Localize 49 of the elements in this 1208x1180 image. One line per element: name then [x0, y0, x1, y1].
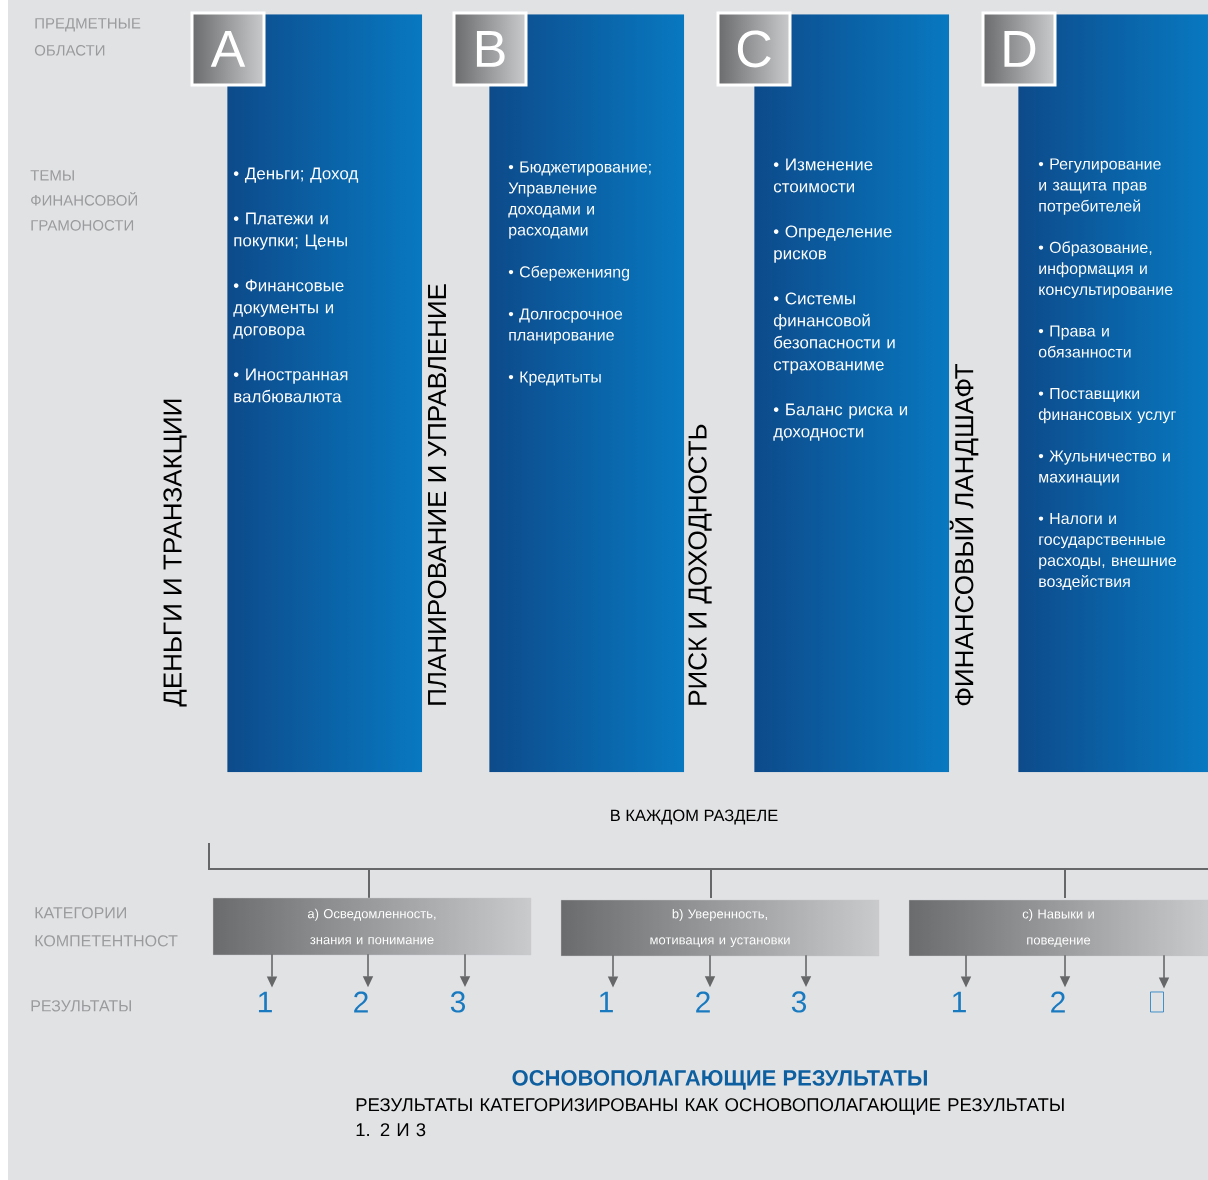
vertical-title: ДЕНЬГИ И ТРАНЗАКЦИИ [163, 399, 187, 707]
result-number: 1 [258, 991, 272, 1013]
letter-tile: A [190, 11, 266, 87]
node-label: • Сбереженияng [508, 265, 630, 281]
vertical-title: ПЛАНИРОВАНИЕ И УПРАВЛЕНИЕ [427, 284, 447, 705]
node-label: • Налоги и государственные расходы, внешние воздействия [1038, 512, 1176, 591]
result-number: 1 [952, 991, 966, 1013]
result-number: 3 [450, 991, 466, 1013]
node-label: • Поставщики финансовых услуг [1038, 387, 1176, 424]
caption-text: ТЕМЫ ФИНАНСОВОЙ ГРАМОНОСТИ [30, 170, 137, 231]
result-number: 3 [791, 991, 807, 1013]
node-label: • Права и обязанности [1038, 325, 1131, 358]
result-number: 1 [599, 991, 613, 1013]
node-label: • Бюджетирование; Управление доходами и расходами [508, 161, 651, 239]
node-label: • Изменение стоимости [773, 158, 873, 193]
section-heading: ОСНОВОПОЛАГАЮЩИЕ РЕЗУЛЬТАТЫ [512, 1070, 927, 1090]
node-label: • Финансовые документы и договора [233, 279, 344, 339]
category-box: a) Осведомленность, знания и понимание [212, 897, 532, 956]
node-label: • Долгосрочное планирование [508, 308, 623, 344]
node-label: • Баланс риска и доходности [773, 403, 908, 441]
node-label: • Системы финансовой безопасности и страхованиме [773, 292, 895, 374]
topic-column: • Регулирование и защита прав потребителей • Образование, информация и консультирование • Права и обязанности • Поставщики финансовых услуг • Жульничество и махинации • Налоги и государственные расходы, внешние воздействия [1038, 158, 1176, 591]
result-number: 2 [354, 991, 368, 1013]
topic-column: • Деньги; Доход • Платежи и покупки; Цены • Финансовые документы и договора • Иностранная валбювалюта [233, 167, 359, 403]
category-box: b) Уверенность, мотивация и установки [560, 899, 880, 957]
vertical-title: РИСК И ДОХОДНОСТЬ [688, 424, 712, 705]
vertical-title: ФИНАНСОВЫЙ ЛАНДШАФТ [949, 364, 979, 706]
node-label: • Регулирование и защита прав потребителей [1038, 158, 1161, 215]
result-number: 2 [696, 991, 710, 1013]
result-number: 2 [1051, 991, 1065, 1013]
node-label: • Определение рисков [773, 225, 892, 263]
topic-column: • Изменение стоимости • Определение рисков • Системы финансовой безопасности и страхованиме • Баланс риска и доходности [773, 158, 908, 441]
caption-text: РЕЗУЛЬТАТЫ КАТЕГОРИЗИРОВАНЫ КАК ОСНОВОПОЛАГАЮЩИЕ РЕЗУЛЬТАТЫ 1. 2 И 3 [356, 1098, 1064, 1137]
node-label: • Образование, информация и консультирование [1038, 241, 1173, 299]
node-label: • Жульничество и махинации [1038, 450, 1170, 486]
node-label: • Платежи и покупки; Цены [233, 212, 348, 250]
node-label: • Кредитыты [508, 371, 601, 386]
empty-box [1150, 991, 1164, 1013]
letter-tile: C [716, 11, 792, 87]
node-label: • Деньги; Доход [233, 167, 359, 183]
caption-text: КАТЕГОРИИ КОМПЕТЕНТНОСТ [35, 907, 178, 947]
category-box: c) Навыки и поведение [908, 899, 1208, 957]
caption-text: РЕЗУЛЬТАТЫ [31, 1000, 131, 1012]
letter-tile: D [981, 11, 1057, 87]
caption-text: В КАЖДОМ РАЗДЕЛЕ [611, 809, 778, 825]
node-label: • Иностранная валбювалюта [233, 368, 348, 403]
letter-tile: B [452, 11, 528, 87]
topic-column: • Бюджетирование; Управление доходами и расходами • Сбереженияng • Долгосрочное планирование • Кредитыты [508, 161, 651, 386]
caption-text: ПРЕДМЕТНЫЕ ОБЛАСТИ [34, 18, 141, 56]
